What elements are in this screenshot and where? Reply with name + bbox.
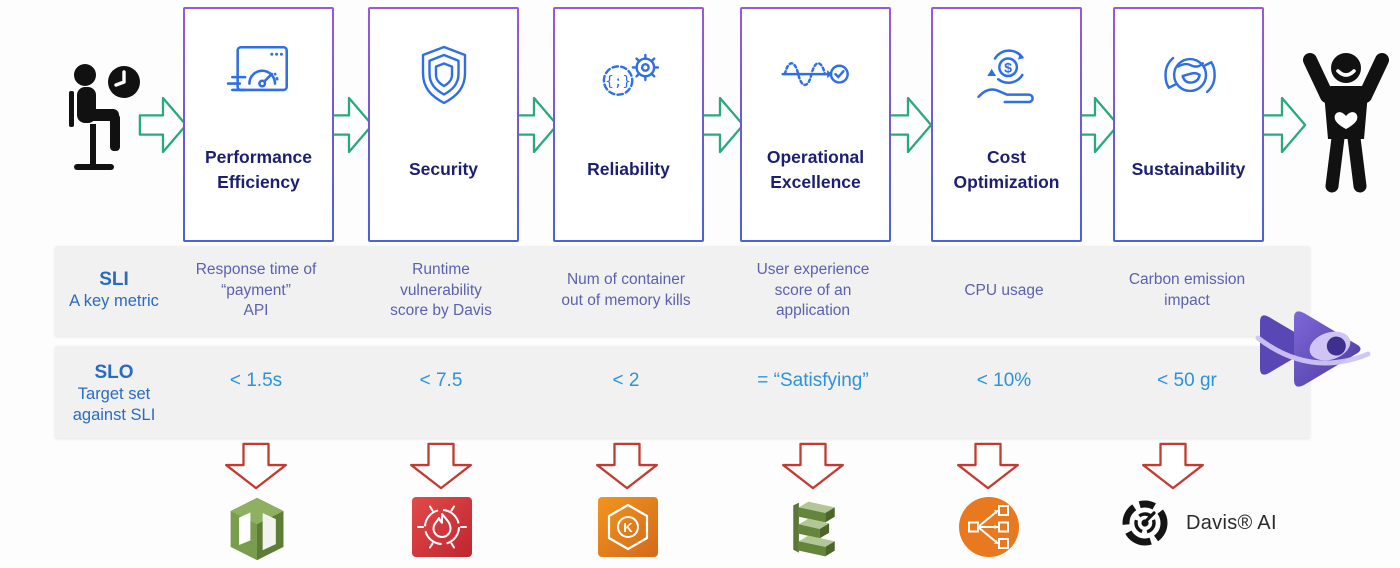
slo-title: SLO bbox=[94, 361, 134, 383]
pillar-title: Operational Excellence bbox=[766, 146, 865, 192]
down-arrow-icon bbox=[225, 442, 287, 490]
pillar-title: Performance Efficiency bbox=[205, 146, 312, 192]
flow-arrow-icon bbox=[1257, 96, 1307, 154]
elastic-load-balancing-circle-icon bbox=[959, 497, 1019, 557]
slo-row-header: SLO Target set against SLI bbox=[58, 352, 170, 436]
sli-title: SLI bbox=[99, 269, 129, 291]
amazon-eks-hexagon-k-icon: K bbox=[598, 497, 658, 557]
down-arrow-icon bbox=[596, 442, 658, 490]
svg-text:$: $ bbox=[1004, 61, 1012, 77]
browser-speedometer-icon bbox=[226, 45, 288, 92]
nested-shield-icon bbox=[421, 45, 466, 105]
sli-value-sustainability: Carbon emission impact bbox=[1128, 271, 1246, 309]
sli-row-header: SLI A key metric bbox=[58, 250, 170, 332]
pillar-security: Security bbox=[368, 7, 519, 242]
aws-security-flame-badge-icon bbox=[412, 497, 472, 557]
sli-subtitle: A key metric bbox=[69, 292, 159, 311]
waiting-person-with-clock-icon bbox=[69, 64, 140, 170]
sli-value-operational: User experience score of an application bbox=[756, 260, 870, 320]
pillar-title: Cost Optimization bbox=[953, 146, 1060, 192]
pillar-reliability: {;} Reliability bbox=[553, 7, 704, 242]
pillar-title: Reliability bbox=[587, 159, 670, 180]
down-arrow-icon bbox=[410, 442, 472, 490]
slo-value-cost: < 10% bbox=[976, 370, 1032, 391]
dollar-cycle-hand-icon: $ bbox=[976, 49, 1034, 104]
code-braces-gears-icon: {;} bbox=[602, 53, 659, 96]
aws-elastic-beanstalk-green-stack-icon bbox=[793, 501, 835, 557]
aws-cloudformation-green-cube-icon bbox=[230, 497, 284, 561]
down-arrow-icon bbox=[1142, 442, 1204, 490]
pillar-sustainability: Sustainability bbox=[1113, 7, 1264, 242]
davis-ai-badge: Davis® AI bbox=[1118, 496, 1277, 550]
sli-row-background bbox=[55, 246, 1310, 336]
slo-value-reliability: < 2 bbox=[612, 370, 640, 391]
svg-text:K: K bbox=[623, 520, 633, 535]
slo-value-sustainability: < 50 gr bbox=[1157, 370, 1217, 391]
slo-subtitle: Target set against SLI bbox=[72, 384, 156, 424]
celebrating-person-with-heart-icon bbox=[1303, 53, 1389, 193]
davis-ai-gear-icon bbox=[1122, 500, 1168, 546]
davis-ai-label: Davis® AI bbox=[1186, 511, 1277, 534]
purple-eye-play-logo bbox=[1255, 311, 1371, 387]
down-arrow-icon bbox=[957, 442, 1019, 490]
slo-value-performance: < 1.5s bbox=[229, 370, 283, 391]
sli-value-cost: CPU usage bbox=[964, 281, 1044, 299]
globe-in-hands-icon bbox=[1163, 56, 1216, 94]
slo-value-operational: = “Satisfying” bbox=[757, 370, 869, 391]
process-wave-check-icon bbox=[780, 62, 849, 87]
sli-value-reliability: Num of container out of memory kills bbox=[561, 271, 691, 309]
sli-value-performance: Response time of “payment” API bbox=[195, 260, 317, 320]
flow-arrow-icon bbox=[138, 96, 188, 154]
svg-text:{;}: {;} bbox=[605, 74, 631, 90]
down-arrow-icon bbox=[782, 442, 844, 490]
slo-row-background bbox=[55, 346, 1310, 438]
pillar-title: Security bbox=[408, 159, 479, 180]
pillar-cost-optimization: $ Cost Optimization bbox=[931, 7, 1082, 242]
pillar-operational-excellence: Operational Excellence bbox=[740, 7, 891, 242]
pillar-title: Sustainability bbox=[1131, 159, 1246, 180]
slo-value-security: < 7.5 bbox=[419, 370, 463, 391]
pillar-performance-efficiency: Performance Efficiency bbox=[183, 7, 334, 242]
sli-value-security: Runtime vulnerability score by Davis bbox=[390, 260, 492, 320]
